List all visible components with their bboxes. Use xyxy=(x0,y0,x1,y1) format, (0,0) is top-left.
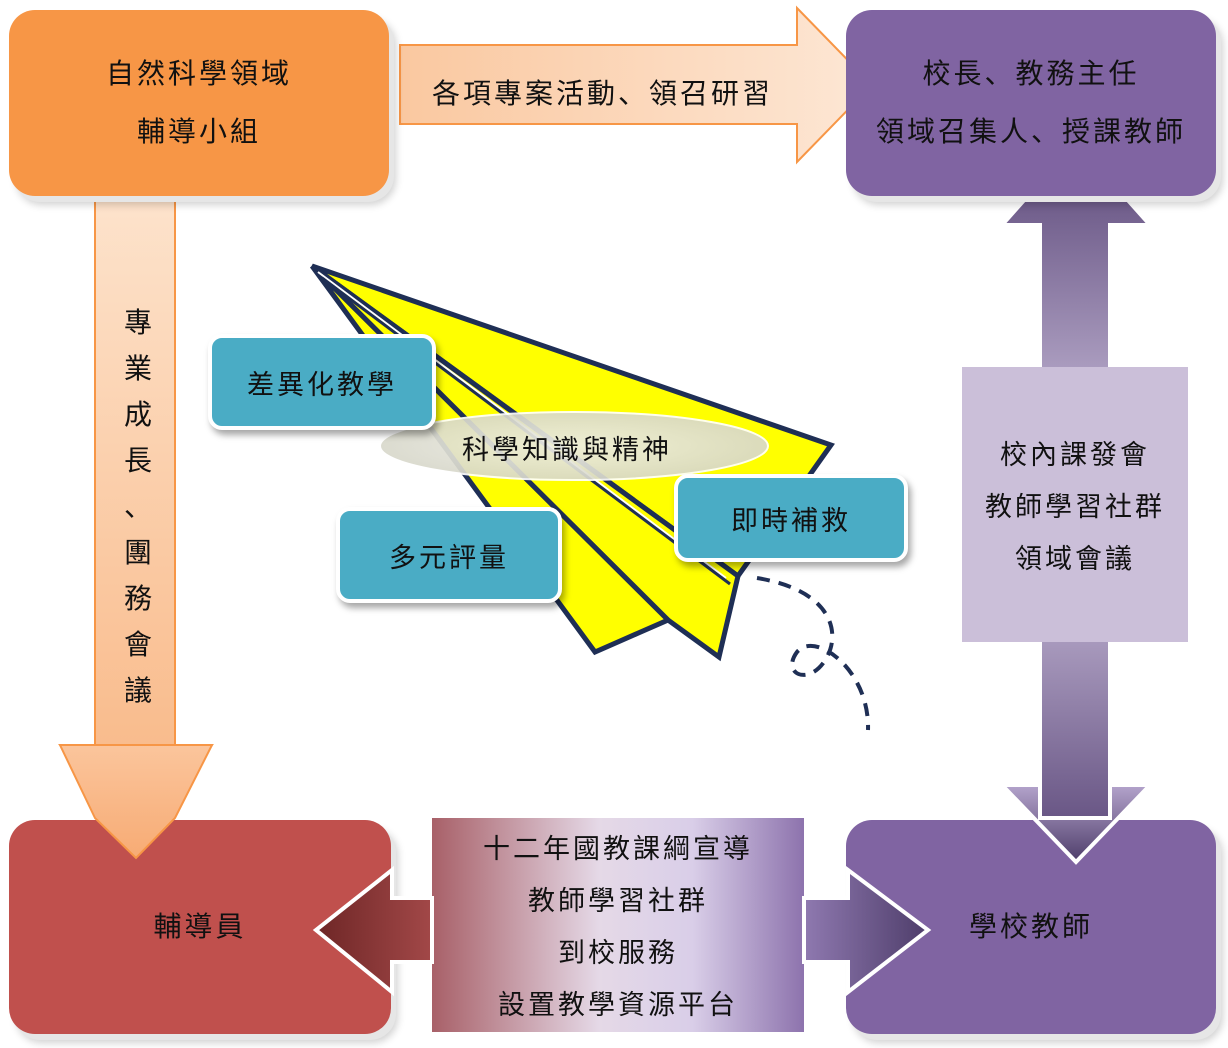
core-ellipse xyxy=(379,411,769,481)
school-teachers-label: 學校教師 xyxy=(968,910,1093,943)
bottom-edge-line-2: 教師學習社群 xyxy=(528,886,708,917)
bottom-edge-label: 十二年國教課綱宣導 教師學習社群 到校服務 設置教學資源平台 xyxy=(432,824,804,1032)
counselor-label: 輔導員 xyxy=(153,910,247,943)
left-edge-char: 長 xyxy=(123,444,152,477)
left-edge-char: 團 xyxy=(123,536,152,569)
pill-immediate-remediation: 即時補救 xyxy=(674,474,908,562)
right-edge-label: 校內課發會 教師學習社群 領域會議 xyxy=(962,430,1188,586)
right-edge-line-3: 領域會議 xyxy=(1015,544,1135,575)
left-edge-char: 成 xyxy=(123,398,152,431)
left-edge-char: 專 xyxy=(123,306,152,339)
school-leaders-box: 校長、教務主任 領域召集人、授課教師 xyxy=(846,10,1216,196)
top-arrow xyxy=(399,5,874,165)
school-teachers-box: 學校教師 xyxy=(846,820,1216,1034)
bottom-edge-line-1: 十二年國教課綱宣導 xyxy=(483,834,753,865)
bottom-text-panel xyxy=(432,818,804,1032)
top-edge-label: 各項專案活動、領召研習 xyxy=(432,77,774,110)
left-edge-label: 專 業 成 長 、 團 務 會 議 xyxy=(118,300,158,714)
left-edge-char: 議 xyxy=(123,674,152,707)
left-edge-char: 務 xyxy=(123,582,152,615)
bottom-edge-line-4: 設置教學資源平台 xyxy=(498,990,738,1021)
advisory-group-line-1: 自然科學領域 xyxy=(105,57,292,90)
school-leaders-line-1: 校長、教務主任 xyxy=(922,57,1140,90)
right-edge-line-1: 校內課發會 xyxy=(1000,440,1150,471)
pill-multiple-assessment: 多元評量 xyxy=(336,507,562,603)
bottom-edge-line-3: 到校服務 xyxy=(558,938,678,969)
counselor-box: 輔導員 xyxy=(9,820,391,1034)
school-leaders-line-2: 領域召集人、授課教師 xyxy=(875,115,1186,148)
core-concept-label: 科學知識與精神 xyxy=(462,435,672,466)
pill-differentiated-instruction: 差異化教學 xyxy=(208,334,436,430)
advisory-group-line-2: 輔導小組 xyxy=(136,115,261,148)
right-edge-line-2: 教師學習社群 xyxy=(985,492,1165,523)
right-text-panel xyxy=(962,367,1188,642)
advisory-group-box: 自然科學領域 輔導小組 xyxy=(9,10,389,196)
left-edge-char: 業 xyxy=(123,352,152,385)
left-edge-char: 、 xyxy=(123,490,152,523)
flight-trail xyxy=(756,576,871,731)
left-edge-char: 會 xyxy=(123,628,152,661)
